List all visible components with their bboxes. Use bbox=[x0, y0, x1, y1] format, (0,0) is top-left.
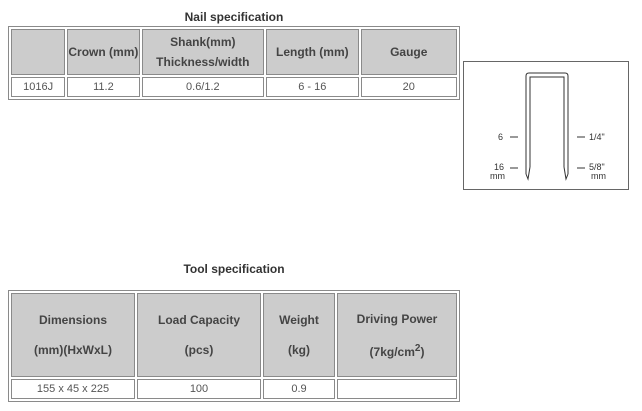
tool-header-row: Dimensions (mm)(HxWxL) Load Capacity (pc… bbox=[11, 293, 457, 377]
nail-crown: 11.2 bbox=[67, 77, 140, 97]
label-mm-left: mm bbox=[490, 171, 505, 181]
table-row: 1016J 11.2 0.6/1.2 6 - 16 20 bbox=[11, 77, 457, 97]
label-16: 16 bbox=[494, 162, 505, 172]
staple-diagram: 6 16 mm 1/4" 5/8" mm bbox=[463, 61, 629, 190]
label-mm-right: mm bbox=[591, 171, 606, 181]
nail-header-shank: Shank(mm) Thickness/width bbox=[141, 29, 265, 75]
tool-header-dimensions: Dimensions (mm)(HxWxL) bbox=[11, 293, 135, 377]
label-6: 6 bbox=[498, 132, 504, 142]
nail-header-blank bbox=[11, 29, 66, 75]
tool-header-power-l1: Driving Power bbox=[356, 311, 438, 326]
tool-header-load-capacity: Load Capacity (pcs) bbox=[137, 293, 261, 377]
tool-header-weight: Weight (kg) bbox=[263, 293, 335, 377]
tool-dimensions: 155 x 45 x 225 bbox=[11, 379, 135, 399]
nail-header-row: Crown (mm) Shank(mm) Thickness/width Len… bbox=[11, 29, 457, 75]
tool-spec-table: Dimensions (mm)(HxWxL) Load Capacity (pc… bbox=[8, 290, 460, 402]
nail-spec-title: Nail specification bbox=[184, 10, 284, 24]
nail-header-shank-l1: Shank(mm) bbox=[170, 35, 236, 49]
tool-header-driving-power: Driving Power (7kg/cm2) bbox=[337, 293, 457, 377]
tool-header-dimensions-l1: Dimensions bbox=[38, 313, 107, 327]
staple-drawing bbox=[510, 72, 585, 181]
tool-load-capacity: 100 bbox=[137, 379, 261, 399]
power-unit-exponent: 2 bbox=[414, 342, 421, 354]
label-quarter-inch: 1/4" bbox=[589, 132, 605, 142]
nail-header-crown: Crown (mm) bbox=[67, 29, 140, 75]
nail-shank: 0.6/1.2 bbox=[141, 77, 265, 97]
table-row: 155 x 45 x 225 100 0.9 bbox=[11, 379, 457, 399]
tool-header-weight-l1: Weight bbox=[279, 313, 319, 327]
tool-driving-power bbox=[337, 379, 457, 399]
power-unit-base: (7kg/cm bbox=[369, 344, 415, 359]
tool-weight: 0.9 bbox=[263, 379, 335, 399]
nail-length: 6 - 16 bbox=[266, 77, 359, 97]
nail-spec-table: Crown (mm) Shank(mm) Thickness/width Len… bbox=[8, 26, 460, 100]
nail-model: 1016J bbox=[11, 77, 66, 97]
nail-gauge: 20 bbox=[360, 77, 457, 97]
tool-header-dimensions-l2: (mm)(HxWxL) bbox=[34, 343, 112, 357]
tool-header-load-l1: Load Capacity bbox=[157, 313, 241, 327]
tool-header-power-l2: (7kg/cm2) bbox=[338, 339, 456, 362]
tool-header-load-l2: (pcs) bbox=[184, 343, 214, 357]
label-five-eighths-inch: 5/8" bbox=[589, 162, 605, 172]
tool-spec-title: Tool specification bbox=[183, 262, 285, 276]
nail-header-shank-l2: Thickness/width bbox=[156, 55, 250, 69]
nail-header-length: Length (mm) bbox=[266, 29, 359, 75]
nail-header-gauge: Gauge bbox=[360, 29, 457, 75]
power-unit-close: ) bbox=[420, 344, 425, 359]
tool-header-weight-l2: (kg) bbox=[288, 343, 310, 357]
